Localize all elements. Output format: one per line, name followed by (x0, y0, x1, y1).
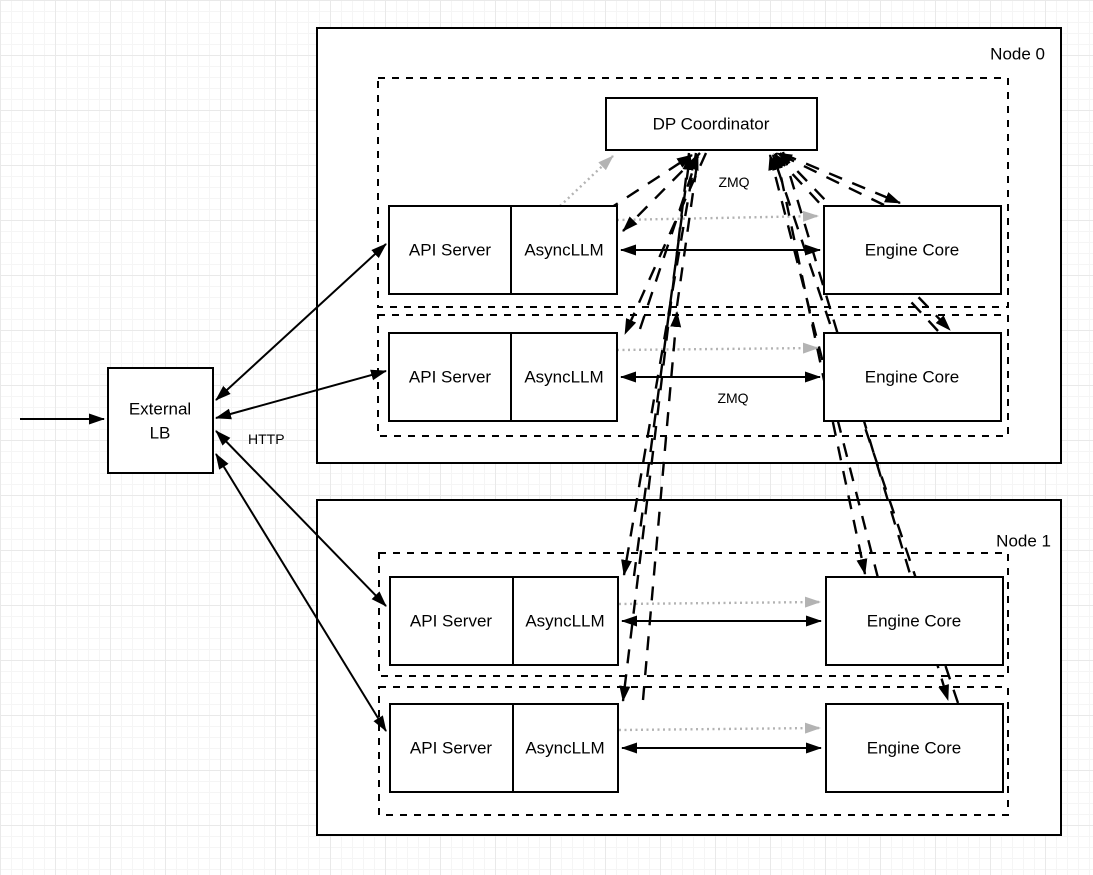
engine-core-label: Engine Core (867, 739, 962, 758)
api-asyncllm-node0-row1: API Server AsyncLLM (388, 205, 618, 295)
api-asyncllm-box (389, 576, 619, 666)
zmq-data-arrows (620, 244, 822, 754)
engine-core-label: Engine Core (867, 612, 962, 631)
api-server-label: API Server (409, 241, 492, 260)
coordinator-to-async0r2-arrow (623, 152, 708, 335)
api-asyncllm-node1-row1: API Server AsyncLLM (389, 576, 619, 666)
async-engine-gray-arrow-node1-row2 (618, 722, 821, 734)
dp-coordinator-box (605, 97, 818, 151)
engine-core-box (823, 205, 1002, 295)
asyncllm-label: AsyncLLM (525, 739, 604, 758)
api-server-label: API Server (410, 612, 493, 631)
http-arrows (20, 243, 387, 732)
external-lb-label-line2: LB (150, 424, 171, 443)
node0-row2-group-border (377, 314, 1009, 437)
engine-core-node0-row1: Engine Core (823, 205, 1002, 295)
asyncllm-label: AsyncLLM (524, 368, 603, 387)
async1r1-to-coordinator-arrow (632, 154, 694, 577)
async-engine-gray-arrow-node0-row2 (616, 342, 819, 354)
coordinator-to-async0r1-arrow (622, 152, 701, 232)
node-1-label: Node 1 (996, 532, 1051, 551)
async0r2-to-coordinator-arrow (638, 154, 700, 330)
engine0r1-to-coordinator-arrow (776, 151, 885, 207)
api-asyncllm-node0-row2: API Server AsyncLLM (388, 332, 618, 422)
api-asyncllm-box (388, 332, 618, 422)
external-lb-box (107, 367, 214, 474)
engine-core-label: Engine Core (865, 241, 960, 260)
coordinator-to-engine0r1-arrow (782, 152, 901, 205)
async1r2-to-coordinator-arrow-segment (675, 156, 700, 307)
coordinator-to-engine1r1-arrow (774, 152, 868, 575)
engine-core-box (825, 703, 1004, 793)
dp-coordinator: DP Coordinator (605, 97, 818, 151)
api-asyncllm-box (389, 703, 619, 793)
async-to-coordinator-gray-arrow (559, 155, 614, 207)
asyncllm-label: AsyncLLM (525, 612, 604, 631)
external-lb-label-line1: External (129, 400, 191, 419)
engine-core-box (825, 576, 1004, 666)
node-0-label: Node 0 (990, 45, 1045, 64)
engine-core-node1-row1: Engine Core (825, 576, 1004, 666)
asyncllm-label: AsyncLLM (524, 241, 603, 260)
api-asyncllm-box (388, 205, 618, 295)
coordinator-to-engine0r2-arrow (779, 152, 951, 331)
external-lb: External LB (107, 367, 214, 474)
dp-coordinator-label: DP Coordinator (653, 115, 770, 134)
frontend-coordinator-gray-arrows (559, 155, 821, 734)
zmq-data-label: ZMQ (717, 390, 748, 406)
async0r1-to-coordinator-arrow (605, 153, 693, 213)
http-label: HTTP (248, 431, 285, 447)
lb-api-arrow-node0-row2 (215, 369, 387, 420)
engine-core-box (823, 332, 1002, 422)
coordinator-to-async1r2-arrow (619, 152, 691, 702)
engine1r1-to-coordinator-arrow (768, 154, 880, 579)
engine-core-node1-row2: Engine Core (825, 703, 1004, 793)
engine0r2-to-coordinator-arrow (773, 153, 939, 332)
async-engine-gray-arrow-node0-row1 (616, 210, 819, 222)
node1-row2-group-border (378, 686, 1009, 816)
async-engine-gray-arrow-node1-row1 (618, 596, 821, 608)
zmq-coordinator-label: ZMQ (718, 174, 749, 190)
coordinator-to-async1r1-arrow (621, 152, 698, 576)
lb-api-arrow-node1-row2 (215, 453, 387, 732)
engine-core-label: Engine Core (865, 368, 960, 387)
api-server-label: API Server (409, 368, 492, 387)
api-server-label: API Server (410, 739, 493, 758)
engine1r2-to-coordinator-arrow (771, 154, 960, 704)
node0-row1-group-border (377, 77, 1009, 308)
engine-core-node0-row2: Engine Core (823, 332, 1002, 422)
coordinator-zmq-arrows (605, 151, 960, 704)
api-asyncllm-node1-row2: API Server AsyncLLM (389, 703, 619, 793)
